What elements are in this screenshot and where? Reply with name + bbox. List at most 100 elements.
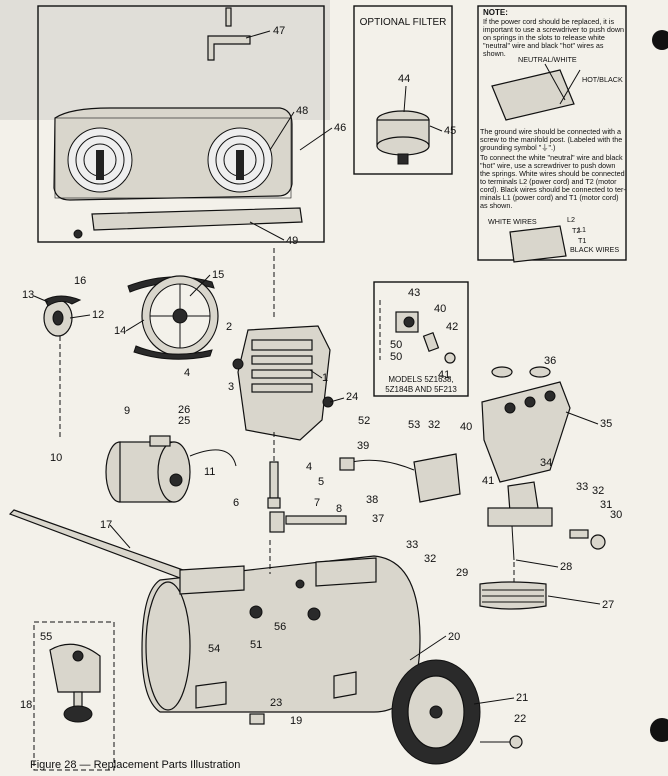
svg-text:The ground wire should be conn: The ground wire should be connected with… <box>480 127 621 136</box>
svg-text:To connect the white "neutral": To connect the white "neutral" wire and … <box>480 153 623 162</box>
callout-8: 8 <box>336 503 342 515</box>
wheel-21 <box>391 659 523 765</box>
callout-1: 1 <box>322 372 328 384</box>
motor-pulley-12 <box>43 295 82 337</box>
svg-text:L1: L1 <box>578 225 586 234</box>
callout-39: 39 <box>357 440 369 452</box>
bracket-49 <box>73 207 303 239</box>
callout-56: 56 <box>274 621 286 633</box>
callout-15: 15 <box>212 269 224 281</box>
callout-14: 14 <box>114 325 126 337</box>
callout-25: 25 <box>178 415 190 427</box>
leader-lines <box>33 30 601 705</box>
callout-38: 38 <box>366 494 378 506</box>
callout-2: 2 <box>226 321 232 333</box>
callout-4b: 4 <box>306 461 312 473</box>
callout-36: 36 <box>544 355 556 367</box>
bracket-47 <box>207 7 251 61</box>
valve-30-31 <box>569 529 606 550</box>
callout-42: 42 <box>446 321 458 333</box>
callout-44: 44 <box>398 73 410 85</box>
optional-filter-title: OPTIONAL FILTER <box>360 17 447 28</box>
callout-13: 13 <box>22 289 34 301</box>
callout-11: 11 <box>204 466 215 478</box>
callout-43: 43 <box>408 287 420 299</box>
motor-9 <box>105 435 237 503</box>
svg-text:T1: T1 <box>578 236 586 245</box>
punch-hole-bottom <box>650 718 668 742</box>
svg-text:L2: L2 <box>567 215 575 224</box>
svg-text:shown.: shown. <box>483 49 506 58</box>
svg-text:cord). Black wires should be c: cord). Black wires should be connected t… <box>480 185 626 194</box>
callout-9: 9 <box>124 405 130 417</box>
svg-text:"hot" wire, use a screwdriver: "hot" wire, use a screwdriver to push do… <box>480 161 615 170</box>
callout-45: 45 <box>444 125 456 137</box>
callout-16: 16 <box>74 275 86 287</box>
black-wires-label: BLACK WIRES <box>570 245 619 254</box>
callout-41a: 41 <box>438 369 450 381</box>
callout-48: 48 <box>296 105 308 117</box>
callout-49: 49 <box>286 235 298 247</box>
figure-caption: Figure 28 — Replacement Parts Illustrati… <box>30 759 240 771</box>
callout-50a: 50 <box>390 339 402 351</box>
svg-text:screw to the manifold post. (L: screw to the manifold post. (Labeled wit… <box>480 135 622 144</box>
callout-46: 46 <box>334 122 346 134</box>
svg-text:If the power cord should be re: If the power cord should be replaced, it… <box>483 17 614 26</box>
svg-text:"neutral" wire and black "hot": "neutral" wire and black "hot" wires as <box>483 41 604 50</box>
callout-33a: 33 <box>576 481 588 493</box>
callout-7: 7 <box>314 497 320 509</box>
callouts: 47 48 46 49 44 45 16 13 12 15 14 2 4 3 1… <box>20 25 622 727</box>
muffler-27 <box>479 581 547 610</box>
foot-inset-box <box>33 621 115 771</box>
callout-29: 29 <box>456 567 468 579</box>
svg-text:grounding symbol "⏚".): grounding symbol "⏚".) <box>480 143 555 152</box>
neutral-white-label: NEUTRAL/WHITE <box>518 55 577 64</box>
shroud-box <box>37 5 325 243</box>
pressure-switch-40 <box>339 453 461 503</box>
callout-18: 18 <box>20 699 32 711</box>
gauges-36 <box>491 366 551 378</box>
callout-40a: 40 <box>434 303 446 315</box>
note-para2: The ground wire should be connected with… <box>480 127 626 210</box>
svg-text:important to use a screwdriver: important to use a screwdriver to push d… <box>483 25 624 34</box>
callout-40b: 40 <box>460 421 472 433</box>
belt-guard-48 <box>53 107 293 201</box>
models-line2: 5Z184B AND 5F213 <box>385 385 457 394</box>
callout-35: 35 <box>600 418 612 430</box>
regulator-34 <box>487 481 553 561</box>
switch-cover-35 <box>481 381 571 483</box>
callout-3: 3 <box>228 381 234 393</box>
callout-23: 23 <box>270 697 282 709</box>
callout-26: 26 <box>178 404 190 416</box>
callout-10: 10 <box>50 452 62 464</box>
callout-28: 28 <box>560 561 572 573</box>
svg-text:as shown.: as shown. <box>480 201 512 210</box>
note-para1: If the power cord should be replaced, it… <box>483 17 624 58</box>
punch-hole-top <box>652 30 668 50</box>
flywheel-15 <box>127 275 219 360</box>
tank-20 <box>141 555 421 713</box>
filter-44-45 <box>376 110 430 165</box>
callout-12: 12 <box>92 309 104 321</box>
callout-24: 24 <box>346 391 358 403</box>
note-heading: NOTE: <box>483 8 508 17</box>
callout-17: 17 <box>100 519 112 531</box>
svg-text:T2: T2 <box>572 226 580 235</box>
callout-6: 6 <box>233 497 239 509</box>
models-box <box>373 281 469 397</box>
svg-text:on springs in the slots to rel: on springs in the slots to release white <box>483 33 605 42</box>
callout-47: 47 <box>273 25 285 37</box>
callout-53: 53 <box>408 419 420 431</box>
svg-text:the springs. White wires shoul: the springs. White wires should be conne… <box>480 169 625 178</box>
note-wiring-illustration-2: L2 T2 L1 T1 <box>509 215 586 263</box>
callout-31: 31 <box>600 499 612 511</box>
callout-30: 30 <box>610 509 622 521</box>
callout-20: 20 <box>448 631 460 643</box>
callout-32c: 32 <box>424 553 436 565</box>
models-line1: MODELS 5Z1638, <box>388 375 453 384</box>
svg-text:minals L1 (power cord) and T1: minals L1 (power cord) and T1 (motor cor… <box>480 193 618 202</box>
white-wires-label: WHITE WIRES <box>488 217 537 226</box>
callout-37: 37 <box>372 513 384 525</box>
